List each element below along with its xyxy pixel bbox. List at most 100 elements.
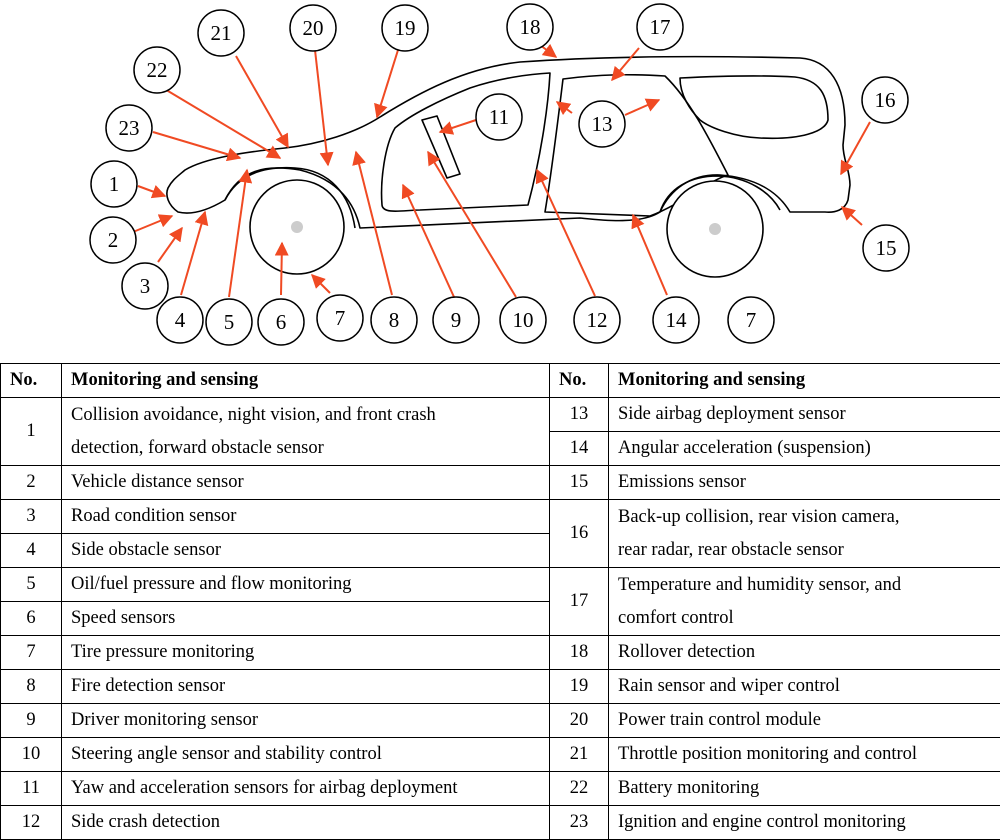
- callout-22: 22: [134, 47, 180, 93]
- callout-10: 10: [500, 297, 546, 343]
- table-row: 2 Vehicle distance sensor 15 Emissions s…: [1, 466, 1000, 500]
- row-desc: Fire detection sensor: [62, 670, 550, 704]
- table-row: 7 Tire pressure monitoring 18 Rollover d…: [1, 636, 1000, 670]
- svg-text:2: 2: [108, 228, 119, 252]
- callout-13: 13: [579, 101, 625, 147]
- header-desc-right: Monitoring and sensing: [609, 364, 1000, 398]
- callout-12: 12: [574, 297, 620, 343]
- table-row: 12 Side crash detection 23 Ignition and …: [1, 806, 1000, 840]
- row-no: 13: [550, 398, 609, 432]
- row-no: 18: [550, 636, 609, 670]
- svg-text:16: 16: [875, 88, 896, 112]
- vehicle-sensor-diagram: 1 2 3 4 5 6 7 8 9 10 11 12 13 14 7 15 16…: [0, 0, 1000, 350]
- front-window: [382, 73, 550, 211]
- callout-5: 5: [206, 299, 252, 345]
- row-no: 5: [1, 568, 62, 602]
- svg-text:13: 13: [592, 112, 613, 136]
- row-desc: Throttle position monitoring and control: [609, 738, 1000, 772]
- steering-column: [422, 116, 460, 178]
- row-no: 15: [550, 466, 609, 500]
- callout-3: 3: [122, 263, 168, 309]
- row-no: 21: [550, 738, 609, 772]
- svg-text:3: 3: [140, 274, 151, 298]
- callout-6: 6: [258, 299, 304, 345]
- svg-text:20: 20: [303, 16, 324, 40]
- row-desc: Emissions sensor: [609, 466, 1000, 500]
- callout-11: 11: [476, 94, 522, 140]
- row-no: 17: [550, 568, 609, 636]
- row-no: 4: [1, 534, 62, 568]
- svg-text:10: 10: [513, 308, 534, 332]
- row-desc: Yaw and acceleration sensors for airbag …: [62, 772, 550, 806]
- row-desc: Steering angle sensor and stability cont…: [62, 738, 550, 772]
- svg-text:15: 15: [876, 236, 897, 260]
- row-no: 22: [550, 772, 609, 806]
- row-desc: Side airbag deployment sensor: [609, 398, 1000, 432]
- row-desc: Side obstacle sensor: [62, 534, 550, 568]
- row-no: 6: [1, 602, 62, 636]
- header-no-left: No.: [1, 364, 62, 398]
- svg-text:1: 1: [109, 172, 120, 196]
- callout-16: 16: [862, 77, 908, 123]
- svg-text:17: 17: [650, 15, 671, 39]
- callout-20: 20: [290, 5, 336, 51]
- table-header-row: No. Monitoring and sensing No. Monitorin…: [1, 364, 1000, 398]
- table-row: 11 Yaw and acceleration sensors for airb…: [1, 772, 1000, 806]
- callout-19: 19: [382, 5, 428, 51]
- svg-text:19: 19: [395, 16, 416, 40]
- svg-text:8: 8: [389, 308, 400, 332]
- callout-21: 21: [198, 10, 244, 56]
- row-desc: Collision avoidance, night vision, and f…: [62, 398, 550, 466]
- row-no: 8: [1, 670, 62, 704]
- row-no: 23: [550, 806, 609, 840]
- svg-text:11: 11: [489, 105, 509, 129]
- callout-7-rear: 7: [728, 297, 774, 343]
- svg-text:9: 9: [451, 308, 462, 332]
- svg-text:7: 7: [335, 306, 346, 330]
- row-no: 9: [1, 704, 62, 738]
- table-row: 8 Fire detection sensor 19 Rain sensor a…: [1, 670, 1000, 704]
- svg-text:21: 21: [211, 21, 232, 45]
- callout-15: 15: [863, 225, 909, 271]
- row-no: 20: [550, 704, 609, 738]
- callout-1: 1: [91, 161, 137, 207]
- callout-8: 8: [371, 297, 417, 343]
- callout-circles: 1 2 3 4 5 6 7 8 9 10 11 12 13 14 7 15 16…: [90, 4, 909, 345]
- row-no: 3: [1, 500, 62, 534]
- row-desc: Side crash detection: [62, 806, 550, 840]
- table-row: 10 Steering angle sensor and stability c…: [1, 738, 1000, 772]
- row-no: 10: [1, 738, 62, 772]
- svg-text:22: 22: [147, 58, 168, 82]
- row-desc: Angular acceleration (suspension): [609, 432, 1000, 466]
- table-row: 9 Driver monitoring sensor 20 Power trai…: [1, 704, 1000, 738]
- svg-text:18: 18: [520, 15, 541, 39]
- svg-text:4: 4: [175, 308, 186, 332]
- callout-17: 17: [637, 4, 683, 50]
- row-desc: Rollover detection: [609, 636, 1000, 670]
- row-desc: Oil/fuel pressure and flow monitoring: [62, 568, 550, 602]
- callout-9: 9: [433, 297, 479, 343]
- sensor-table: No. Monitoring and sensing No. Monitorin…: [0, 363, 1000, 840]
- row-desc: Tire pressure monitoring: [62, 636, 550, 670]
- row-desc: Vehicle distance sensor: [62, 466, 550, 500]
- row-no: 2: [1, 466, 62, 500]
- rear-wheel: [667, 181, 763, 277]
- row-no: 16: [550, 500, 609, 568]
- row-no: 19: [550, 670, 609, 704]
- row-no: 12: [1, 806, 62, 840]
- row-desc: Power train control module: [609, 704, 1000, 738]
- svg-text:14: 14: [666, 308, 688, 332]
- header-no-right: No.: [550, 364, 609, 398]
- sensor-table-container: No. Monitoring and sensing No. Monitorin…: [0, 363, 1000, 840]
- callout-23: 23: [106, 105, 152, 151]
- row-no: 14: [550, 432, 609, 466]
- row-desc: Rain sensor and wiper control: [609, 670, 1000, 704]
- row-desc: Back-up collision, rear vision camera,re…: [609, 500, 1000, 568]
- callout-4: 4: [157, 297, 203, 343]
- row-no: 7: [1, 636, 62, 670]
- callout-arrows: [133, 45, 870, 297]
- row-desc: Speed sensors: [62, 602, 550, 636]
- svg-text:12: 12: [587, 308, 608, 332]
- row-no: 11: [1, 772, 62, 806]
